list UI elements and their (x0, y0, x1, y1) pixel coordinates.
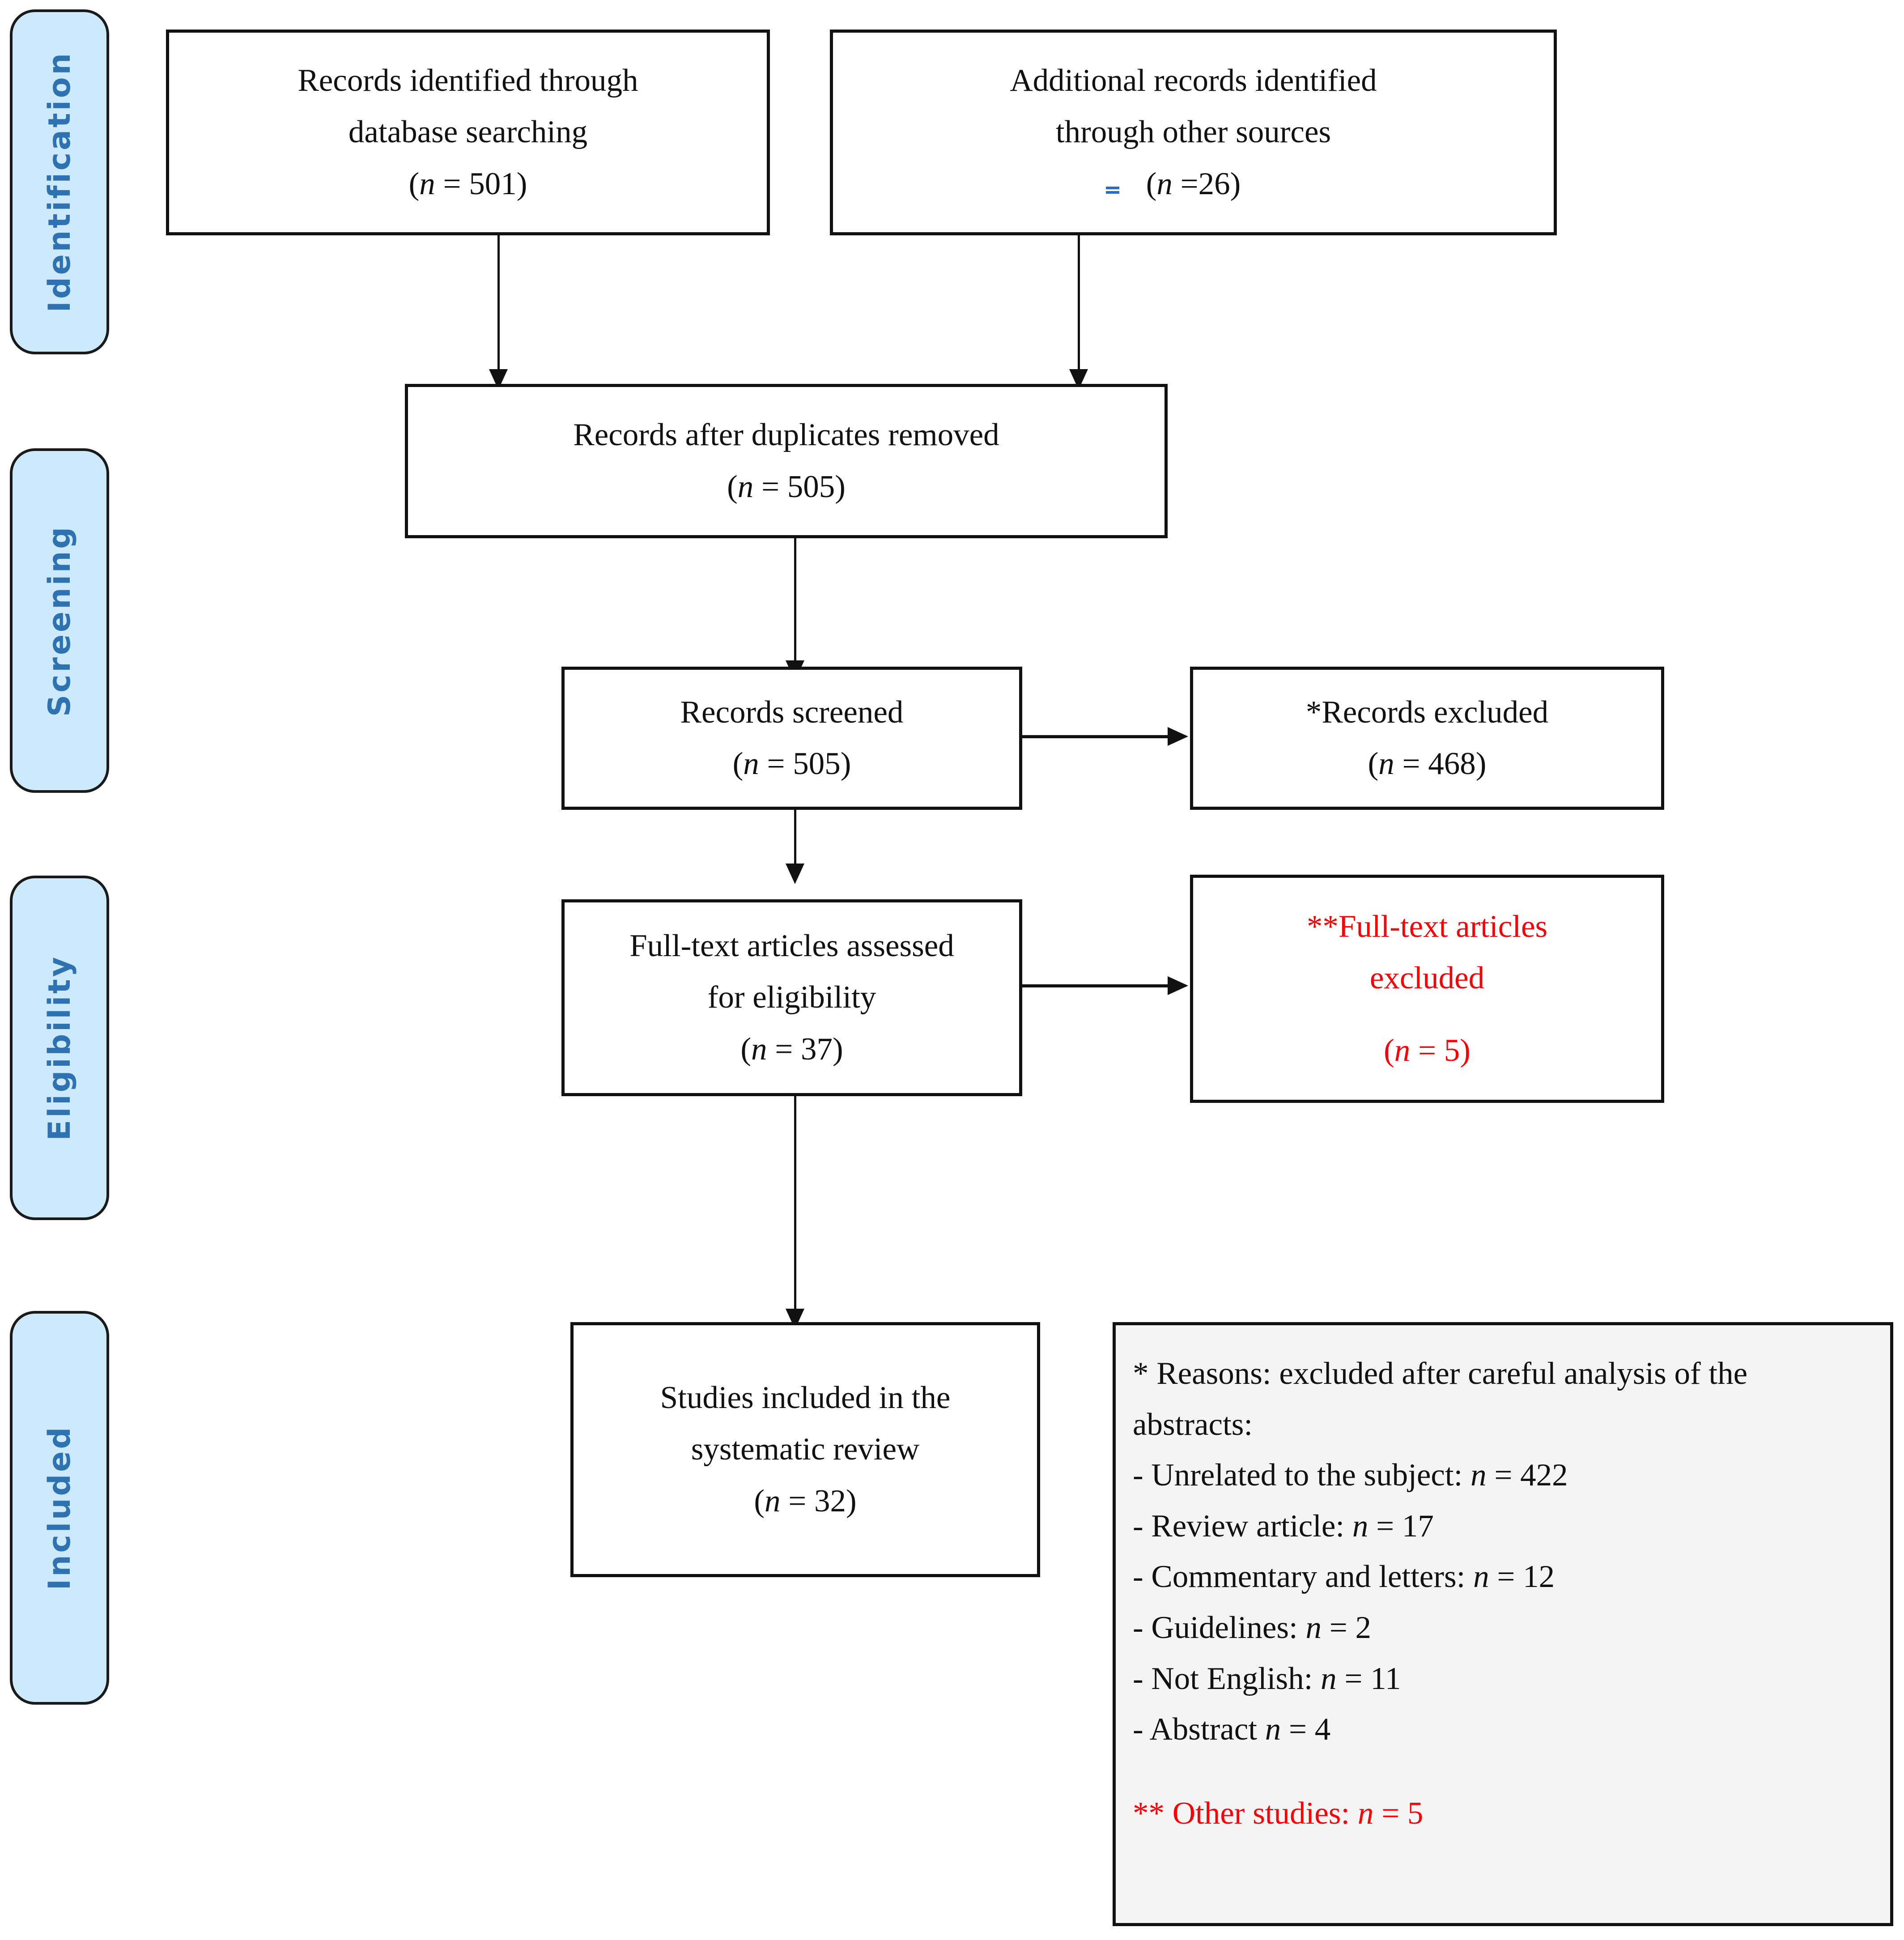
box-records-identified-database: Records identified through database sear… (166, 30, 770, 235)
reason-item-guidelines: - Guidelines: n = 2 (1133, 1610, 1372, 1645)
box-fulltext-assessed-eligibility: Full-text articles assessed for eligibil… (561, 899, 1022, 1096)
box-line-2: database searching (348, 115, 588, 150)
arrowhead-screened-to-excluded (1168, 727, 1188, 746)
connector-screened-to-excluded (1022, 735, 1170, 738)
box-fulltext-articles-excluded: **Full-text articles excluded (n = 5) (1190, 875, 1664, 1103)
connector-screened-to-fulltext (794, 810, 796, 879)
box-count: (n =26) (1146, 166, 1241, 201)
box-count: (n = 32) (754, 1483, 857, 1519)
stage-pill-included: Included (10, 1311, 109, 1705)
box-additional-records-other-sources: Additional records identified through ot… (830, 30, 1557, 235)
arrowhead-screened-to-fulltext (786, 864, 804, 884)
stage-label-identification: Identification (42, 51, 77, 313)
stage-pill-eligibility: Eligibility (10, 876, 109, 1220)
reason-item-unrelated: - Unrelated to the subject: n = 422 (1133, 1458, 1568, 1493)
reason-item-commentary-letters: - Commentary and letters: n = 12 (1133, 1559, 1555, 1595)
stage-label-included: Included (42, 1425, 77, 1591)
box-count: (n = 468) (1368, 746, 1487, 781)
connector-fulltext-to-included (794, 1096, 796, 1324)
box-studies-included: Studies included in the systematic revie… (570, 1322, 1040, 1577)
box-line-1: Records screened (680, 694, 904, 730)
box-records-after-duplicates-removed: Records after duplicates removed (n = 50… (405, 384, 1168, 538)
reason-item-abstract: - Abstract n = 4 (1133, 1712, 1331, 1747)
stage-label-eligibility: Eligibility (42, 955, 77, 1141)
box-count: (n = 505) (727, 469, 846, 504)
reasons-heading: * Reasons: excluded after careful analys… (1133, 1356, 1748, 1442)
box-line-1: Additional records identified (1010, 63, 1377, 98)
box-count: (n = 37) (740, 1031, 843, 1067)
box-count: (n = 501) (408, 166, 527, 201)
stage-pill-identification: Identification (10, 9, 109, 354)
reason-item-review-article: - Review article: n = 17 (1133, 1508, 1434, 1544)
panel-exclusion-reasons: * Reasons: excluded after careful analys… (1113, 1322, 1893, 1926)
box-line-1: *Records excluded (1305, 694, 1549, 730)
box-line-1: Full-text articles assessed (629, 928, 954, 964)
box-line-1: **Full-text articles (1306, 909, 1548, 944)
reasons-spacer (1133, 1755, 1875, 1788)
reasons-footnote-other-studies: ** Other studies: n = 5 (1133, 1795, 1424, 1831)
box-line-2: excluded (1369, 961, 1485, 996)
box-records-screened: Records screened (n = 505) (561, 667, 1022, 810)
arrowhead-fulltext-to-excluded (1168, 976, 1188, 995)
box-line-1: Records identified through (298, 63, 638, 98)
stage-pill-screening: Screening (10, 448, 109, 793)
spellcheck-underline-mark (1106, 187, 1119, 194)
box-line-2: systematic review (691, 1432, 920, 1467)
box-count: (n = 505) (732, 746, 851, 781)
stage-label-screening: Screening (42, 524, 77, 717)
box-count: (n = 5) (1384, 1033, 1470, 1068)
connector-duplicates-to-screened (794, 538, 796, 675)
box-line-1: Studies included in the (660, 1380, 951, 1416)
connector-other-to-duplicates (1078, 235, 1080, 383)
connector-fulltext-to-excluded (1022, 984, 1170, 987)
box-records-excluded: *Records excluded (n = 468) (1190, 667, 1664, 810)
box-line-1: Records after duplicates removed (573, 417, 999, 453)
box-line-2: through other sources (1055, 115, 1331, 150)
box-line-2: for eligibility (707, 980, 876, 1015)
connector-db-to-duplicates (497, 235, 500, 383)
reason-item-not-english: - Not English: n = 11 (1133, 1661, 1401, 1696)
